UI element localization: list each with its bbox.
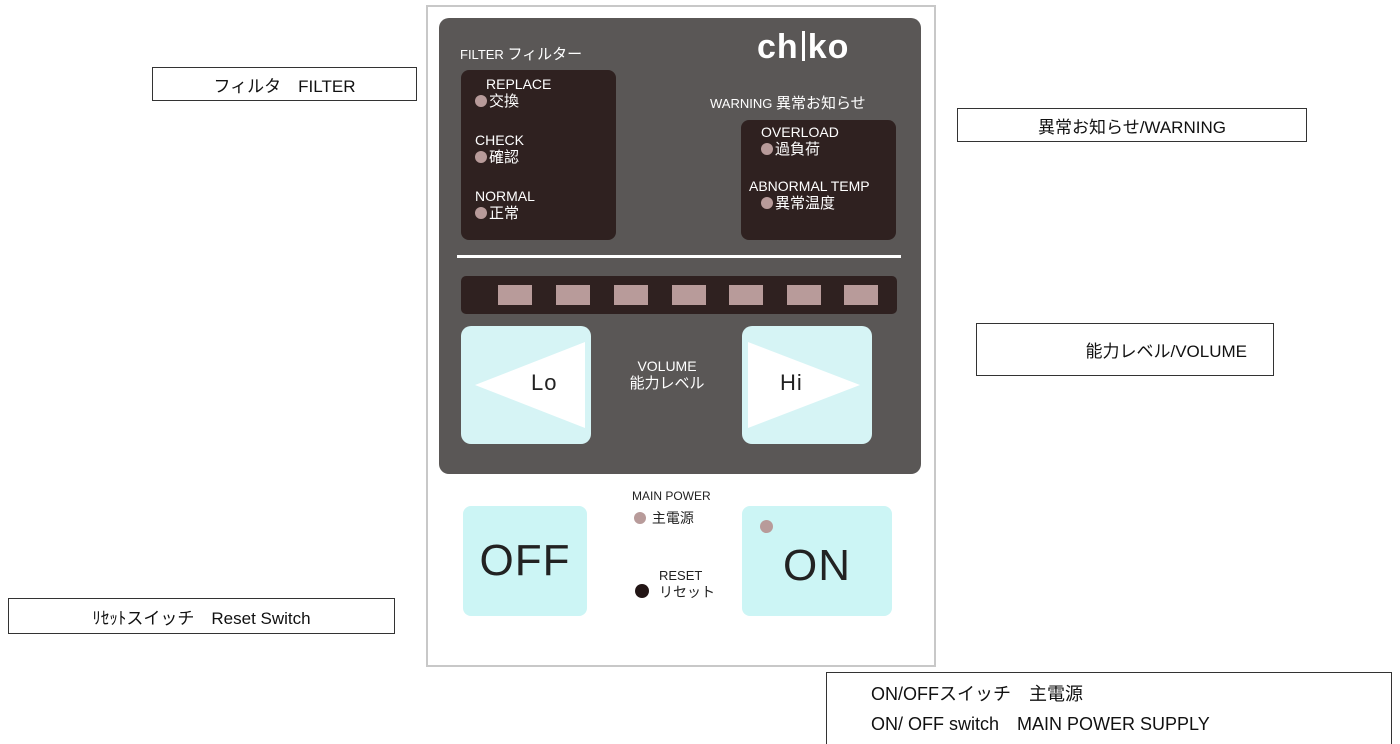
- filter-heading-en: FILTER: [460, 47, 504, 62]
- warning-heading-en: WARNING: [710, 96, 773, 111]
- filter-indicator-box: REPLACE 交換 CHECK 確認 NORMAL 正常: [461, 70, 616, 240]
- main-power-label: MAIN POWER: [632, 489, 711, 503]
- right-triangle-icon: [748, 342, 860, 428]
- level-segment-4: [672, 285, 706, 305]
- main-power-label-ja: 主電源: [651, 510, 694, 526]
- callout-warning-text: 異常お知らせ/WARNING: [1038, 117, 1226, 137]
- filter-heading: FILTER フィルター: [460, 43, 582, 64]
- callout-filter-text: フィルタ FILTER: [213, 76, 356, 96]
- level-segment-2: [556, 285, 590, 305]
- level-segment-7: [844, 285, 878, 305]
- level-segment-3: [614, 285, 648, 305]
- warning-heading-ja: 異常お知らせ: [775, 95, 866, 112]
- reset-label-ja: リセット: [659, 584, 715, 600]
- callout-reset-text: ﾘｾｯﾄスイッチ Reset Switch: [92, 608, 311, 628]
- divider: [457, 255, 901, 258]
- indicator-check: CHECK 確認: [475, 132, 524, 166]
- indicator-check-ja: 確認: [489, 149, 520, 166]
- indicator-check-en: CHECK: [475, 132, 525, 148]
- indicator-replace: REPLACE 交換: [475, 76, 551, 110]
- hi-label: Hi: [780, 370, 803, 395]
- indicator-normal-en: NORMAL: [475, 188, 535, 204]
- indicator-overload-en: OVERLOAD: [761, 124, 839, 140]
- off-label: OFF: [479, 536, 571, 585]
- reset-label: RESET リセット: [659, 568, 715, 600]
- volume-label: VOLUME 能力レベル: [617, 358, 717, 392]
- lo-button[interactable]: Lo: [461, 326, 591, 444]
- callout-filter: フィルタ FILTER: [152, 67, 417, 101]
- callout-volume-text: 能力レベル/VOLUME: [1085, 342, 1247, 361]
- check-led-icon: [475, 151, 487, 163]
- indicator-abnormal-temp-ja: 異常温度: [775, 195, 836, 212]
- off-button[interactable]: OFF: [463, 506, 587, 616]
- callout-onoff-line2: ON/ OFF switch MAIN POWER SUPPLY: [871, 713, 1210, 734]
- indicator-replace-ja: 交換: [489, 93, 520, 110]
- on-label: ON: [783, 541, 851, 590]
- level-segment-1: [498, 285, 532, 305]
- indicator-normal: NORMAL 正常: [475, 188, 535, 222]
- volume-label-ja: 能力レベル: [629, 375, 705, 392]
- hi-button[interactable]: Hi: [742, 326, 872, 444]
- indicator-overload: OVERLOAD 過負荷: [761, 124, 839, 158]
- replace-led-icon: [475, 95, 487, 107]
- volume-label-en: VOLUME: [637, 358, 697, 374]
- volume-level-bar: [461, 276, 897, 314]
- callout-warning: 異常お知らせ/WARNING: [957, 108, 1307, 142]
- warning-indicator-box: OVERLOAD 過負荷 ABNORMAL TEMP 異常温度: [741, 120, 896, 240]
- abnormal-temp-led-icon: [761, 197, 773, 209]
- left-triangle-icon: [475, 342, 585, 428]
- callout-volume: 能力レベル/VOLUME: [976, 323, 1274, 376]
- indicator-overload-ja: 過負荷: [775, 141, 821, 158]
- level-segment-5: [729, 285, 763, 305]
- callout-onoff-line1: ON/OFFスイッチ 主電源: [871, 683, 1083, 704]
- callout-onoff: ON/OFFスイッチ 主電源 ON/ OFF switch MAIN POWER…: [826, 672, 1392, 744]
- warning-heading: WARNING 異常お知らせ: [710, 92, 866, 113]
- indicator-normal-ja: 正常: [489, 205, 520, 222]
- indicator-abnormal-temp-en: ABNORMAL TEMP: [749, 178, 870, 194]
- callout-reset: ﾘｾｯﾄスイッチ Reset Switch: [8, 598, 395, 634]
- level-segment-6: [787, 285, 821, 305]
- lo-label: Lo: [531, 370, 558, 395]
- main-power-led: 主電源: [634, 508, 694, 528]
- reset-label-en: RESET: [659, 568, 703, 583]
- overload-led-icon: [761, 143, 773, 155]
- indicator-replace-en: REPLACE: [486, 76, 552, 92]
- indicator-abnormal-temp: ABNORMAL TEMP 異常温度: [749, 178, 870, 212]
- on-led-icon: [760, 520, 773, 533]
- reset-button[interactable]: [635, 584, 649, 598]
- filter-heading-ja: フィルター: [507, 46, 583, 63]
- main-power-led-icon: [634, 512, 646, 524]
- normal-led-icon: [475, 207, 487, 219]
